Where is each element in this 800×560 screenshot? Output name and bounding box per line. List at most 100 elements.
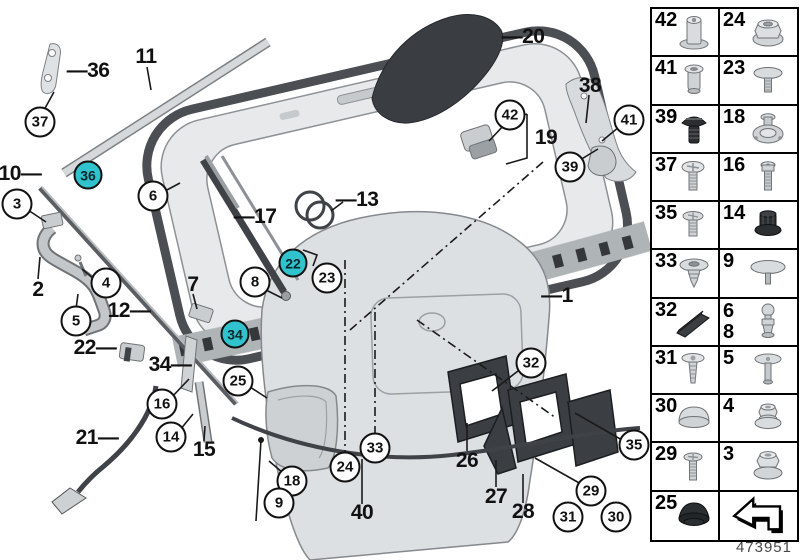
part-cell-39[interactable]: 39 xyxy=(652,105,720,154)
part-number: 5 xyxy=(723,346,735,369)
callout-10[interactable]: 10— xyxy=(0,162,42,185)
part-number: 23 xyxy=(723,57,746,80)
part-cell-14[interactable]: 14 xyxy=(720,202,797,251)
callout-17[interactable]: —17 xyxy=(233,205,277,228)
part-cell-37[interactable]: 37 xyxy=(652,153,720,203)
part-cell-9[interactable]: 9 xyxy=(720,250,797,299)
part-cell-3[interactable]: 3 xyxy=(720,443,797,492)
nav-arrow-icon xyxy=(730,495,788,537)
part-number: 37 xyxy=(655,153,678,176)
part-cell-5[interactable]: 5 xyxy=(720,346,797,396)
callout-33[interactable]: 33 xyxy=(359,432,391,464)
part-number: 8 xyxy=(723,320,735,343)
callout-28[interactable]: 28 xyxy=(511,500,535,523)
part-cell-35[interactable]: 35 xyxy=(652,202,720,251)
part-number: 41 xyxy=(655,57,678,80)
machine-screw-icon xyxy=(674,447,714,487)
callout-31[interactable]: 31 xyxy=(552,501,584,533)
part-cell-16[interactable]: 16 xyxy=(720,153,797,203)
callout-22[interactable]: 22 xyxy=(278,248,308,278)
callout-15[interactable]: 15 xyxy=(192,438,216,461)
part-cell-29[interactable]: 29 xyxy=(652,443,720,492)
callout-9[interactable]: 9 xyxy=(263,487,295,519)
callout-16[interactable]: 16 xyxy=(146,388,178,420)
callout-1[interactable]: —1 xyxy=(541,284,573,307)
callout-5[interactable]: 5 xyxy=(60,305,92,337)
callout-41[interactable]: 41 xyxy=(613,104,645,136)
callout-19[interactable]: 19 xyxy=(534,126,558,149)
flange-hex-nut-icon xyxy=(748,12,788,52)
callout-14[interactable]: 14 xyxy=(155,421,187,453)
part-number: 3 xyxy=(723,443,735,466)
black-plug-icon xyxy=(674,496,714,536)
callout-3[interactable]: 3 xyxy=(1,188,33,220)
black-screw-icon xyxy=(674,109,714,149)
callout-27[interactable]: 27 xyxy=(484,485,508,508)
callout-22[interactable]: 22— xyxy=(73,336,117,359)
callout-30[interactable]: 30 xyxy=(600,501,632,533)
callout-11[interactable]: 11 xyxy=(135,45,157,68)
callout-42[interactable]: 42 xyxy=(494,99,526,131)
callout-12[interactable]: 12— xyxy=(107,299,151,322)
callout-40[interactable]: 40 xyxy=(350,501,374,524)
callout-20[interactable]: —20 xyxy=(501,25,545,48)
part-cell-25[interactable]: 25 xyxy=(652,491,720,540)
grommet-icon xyxy=(674,253,714,293)
rivet-nut-icon xyxy=(674,60,714,100)
part-cell-31[interactable]: 31 xyxy=(652,346,720,396)
pan-screw-icon xyxy=(674,157,714,197)
callout-34[interactable]: 34 xyxy=(220,319,250,349)
callout-25[interactable]: 25 xyxy=(222,365,254,397)
flange-nut-icon xyxy=(748,398,788,438)
callout-38[interactable]: 38 xyxy=(578,74,602,97)
hex-flange-nut-icon xyxy=(748,447,788,487)
callout-21[interactable]: 21— xyxy=(75,426,119,449)
part-number: 29 xyxy=(655,443,678,466)
callout-36[interactable]: —36 xyxy=(66,59,110,82)
callout-32[interactable]: 32 xyxy=(515,347,547,379)
part-cell-23[interactable]: 23 xyxy=(720,57,797,106)
callout-36[interactable]: 36 xyxy=(73,160,103,190)
callout-35[interactable]: 35 xyxy=(618,429,650,461)
torx-sleeve-icon xyxy=(674,12,714,52)
callout-37[interactable]: 37 xyxy=(24,106,56,138)
part-number: 18 xyxy=(723,105,746,128)
callout-8[interactable]: 8 xyxy=(239,266,271,298)
part-cell-18[interactable]: 18 xyxy=(720,106,797,154)
black-nut-icon xyxy=(748,205,788,245)
part-number: 33 xyxy=(655,250,678,273)
callout-29[interactable]: 29 xyxy=(575,475,607,507)
part-cell-42[interactable]: 42 xyxy=(652,9,720,58)
part-number: 31 xyxy=(655,346,678,369)
nav-arrow-cell[interactable] xyxy=(720,492,797,540)
part-number: 6 xyxy=(723,299,735,322)
part-number: 39 xyxy=(655,105,678,128)
part-number: 32 xyxy=(655,298,678,321)
part-cell-32[interactable]: 32 xyxy=(652,298,720,347)
callout-26[interactable]: 26 xyxy=(455,449,479,472)
callout-2[interactable]: 2 xyxy=(32,278,44,301)
part-cell-4[interactable]: 4 xyxy=(720,395,797,444)
part-cell-24[interactable]: 24 xyxy=(720,9,797,58)
callout-7[interactable]: 7 xyxy=(187,273,199,296)
part-cell-41[interactable]: 41 xyxy=(652,57,720,106)
part-cell-33[interactable]: 33 xyxy=(652,250,720,299)
part-number: 16 xyxy=(723,153,746,176)
callout-6[interactable]: 6 xyxy=(137,180,169,212)
part-number: 35 xyxy=(655,202,678,225)
callout-4[interactable]: 4 xyxy=(90,267,122,299)
part-number: 9 xyxy=(723,250,735,273)
part-number: 42 xyxy=(655,9,678,31)
part-cell-30[interactable]: 30 xyxy=(652,395,720,444)
flat-rivet-icon xyxy=(748,350,788,390)
callout-39[interactable]: 39 xyxy=(554,151,586,183)
callout-34[interactable]: 34— xyxy=(148,353,192,376)
callout-13[interactable]: —13 xyxy=(335,188,379,211)
callout-24[interactable]: 24 xyxy=(329,451,361,483)
doc-number: 473951 xyxy=(735,539,792,556)
pad-icon xyxy=(674,302,714,342)
callout-23[interactable]: 23 xyxy=(311,262,343,294)
